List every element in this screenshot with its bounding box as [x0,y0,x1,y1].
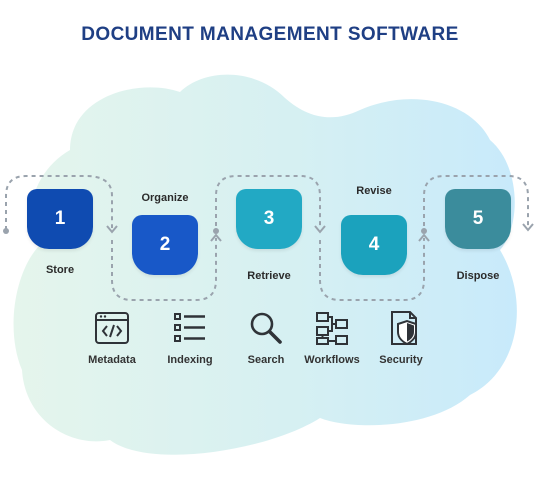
feature-indexing: Indexing [150,310,230,366]
step-1-label: Store [45,264,75,276]
step-5-box: 5 [445,189,511,249]
step-4-number: 4 [368,234,380,255]
arrow-head [418,233,430,242]
arrow-head [522,223,534,232]
step-4-box: 4 [341,215,407,275]
step-5-label: Dispose [456,270,500,282]
arrow-head [314,225,326,234]
feature-search-label: Search [247,354,285,366]
step-3-label: Retrieve [247,270,291,282]
connector-dot [421,228,427,234]
step-2-label: Organize [141,192,189,204]
connector-3-4 [319,238,425,301]
step-1-number: 1 [54,208,66,229]
feature-indexing-label: Indexing [167,354,213,366]
feature-security-label: Security [379,354,423,366]
shield-document-icon [391,311,417,346]
step-2-box: 2 [132,215,198,275]
feature-metadata-label: Metadata [88,354,136,366]
arrow-head [106,225,118,234]
feature-search: Search [226,310,306,366]
list-icon [174,313,205,342]
connector-start [5,175,113,230]
connector-dot [213,228,219,234]
code-window-icon [95,312,129,344]
step-5-number: 5 [472,208,484,229]
step-2-number: 2 [159,234,171,255]
feature-workflows-label: Workflows [304,354,360,366]
feature-security: Security [361,310,441,366]
step-1-box: 1 [27,189,93,249]
connector-1-2 [111,238,217,301]
arrow-head [210,233,222,242]
magnifier-icon [250,312,282,344]
step-4-label: Revise [356,185,392,197]
step-3-box: 3 [236,189,302,249]
feature-workflows: Workflows [292,310,372,366]
connector-dot [3,228,9,234]
feature-metadata: Metadata [72,310,152,366]
step-3-number: 3 [263,208,275,229]
page-title: DOCUMENT MANAGEMENT SOFTWARE [81,24,459,45]
workflow-icon [316,312,348,345]
